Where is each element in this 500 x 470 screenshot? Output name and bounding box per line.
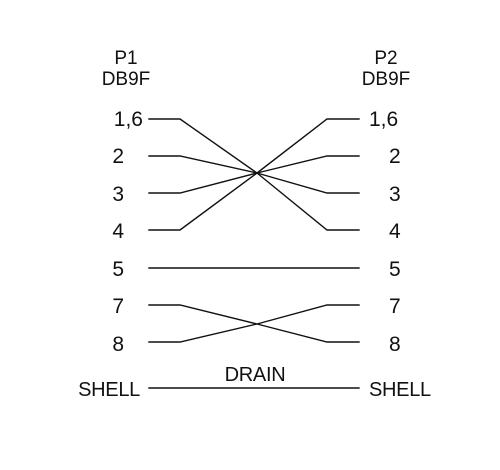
right-pin-label: 3 — [389, 183, 401, 206]
right-pin-label: 5 — [389, 258, 401, 281]
drain-label: DRAIN — [225, 364, 286, 386]
wire-4-to-1-6 — [148, 118, 360, 231]
left-pin-label: 3 — [112, 183, 124, 206]
left-pin-label: 2 — [112, 145, 124, 168]
wire-7-to-8 — [148, 304, 360, 343]
right-connector-name: P2 — [374, 48, 397, 69]
left-connector-type: DB9F — [102, 69, 151, 90]
left-pin-label: 8 — [112, 333, 124, 356]
right-pin-label: 7 — [389, 295, 401, 318]
left-pin-label: 7 — [112, 295, 124, 318]
right-pin-label: 8 — [389, 333, 401, 356]
left-connector-name: P1 — [114, 48, 137, 69]
left-pin-label: 4 — [112, 220, 124, 243]
left-shell-label: SHELL — [78, 379, 140, 401]
right-pin-label: 2 — [389, 145, 401, 168]
right-shell-label: SHELL — [369, 379, 431, 401]
right-pin-label: 1,6 — [369, 108, 398, 131]
left-pin-label: 5 — [112, 258, 124, 281]
right-connector-type: DB9F — [362, 69, 411, 90]
left-pin-label: 1,6 — [114, 108, 143, 131]
wire-8-to-7 — [148, 304, 360, 343]
right-pin-label: 4 — [389, 220, 401, 243]
